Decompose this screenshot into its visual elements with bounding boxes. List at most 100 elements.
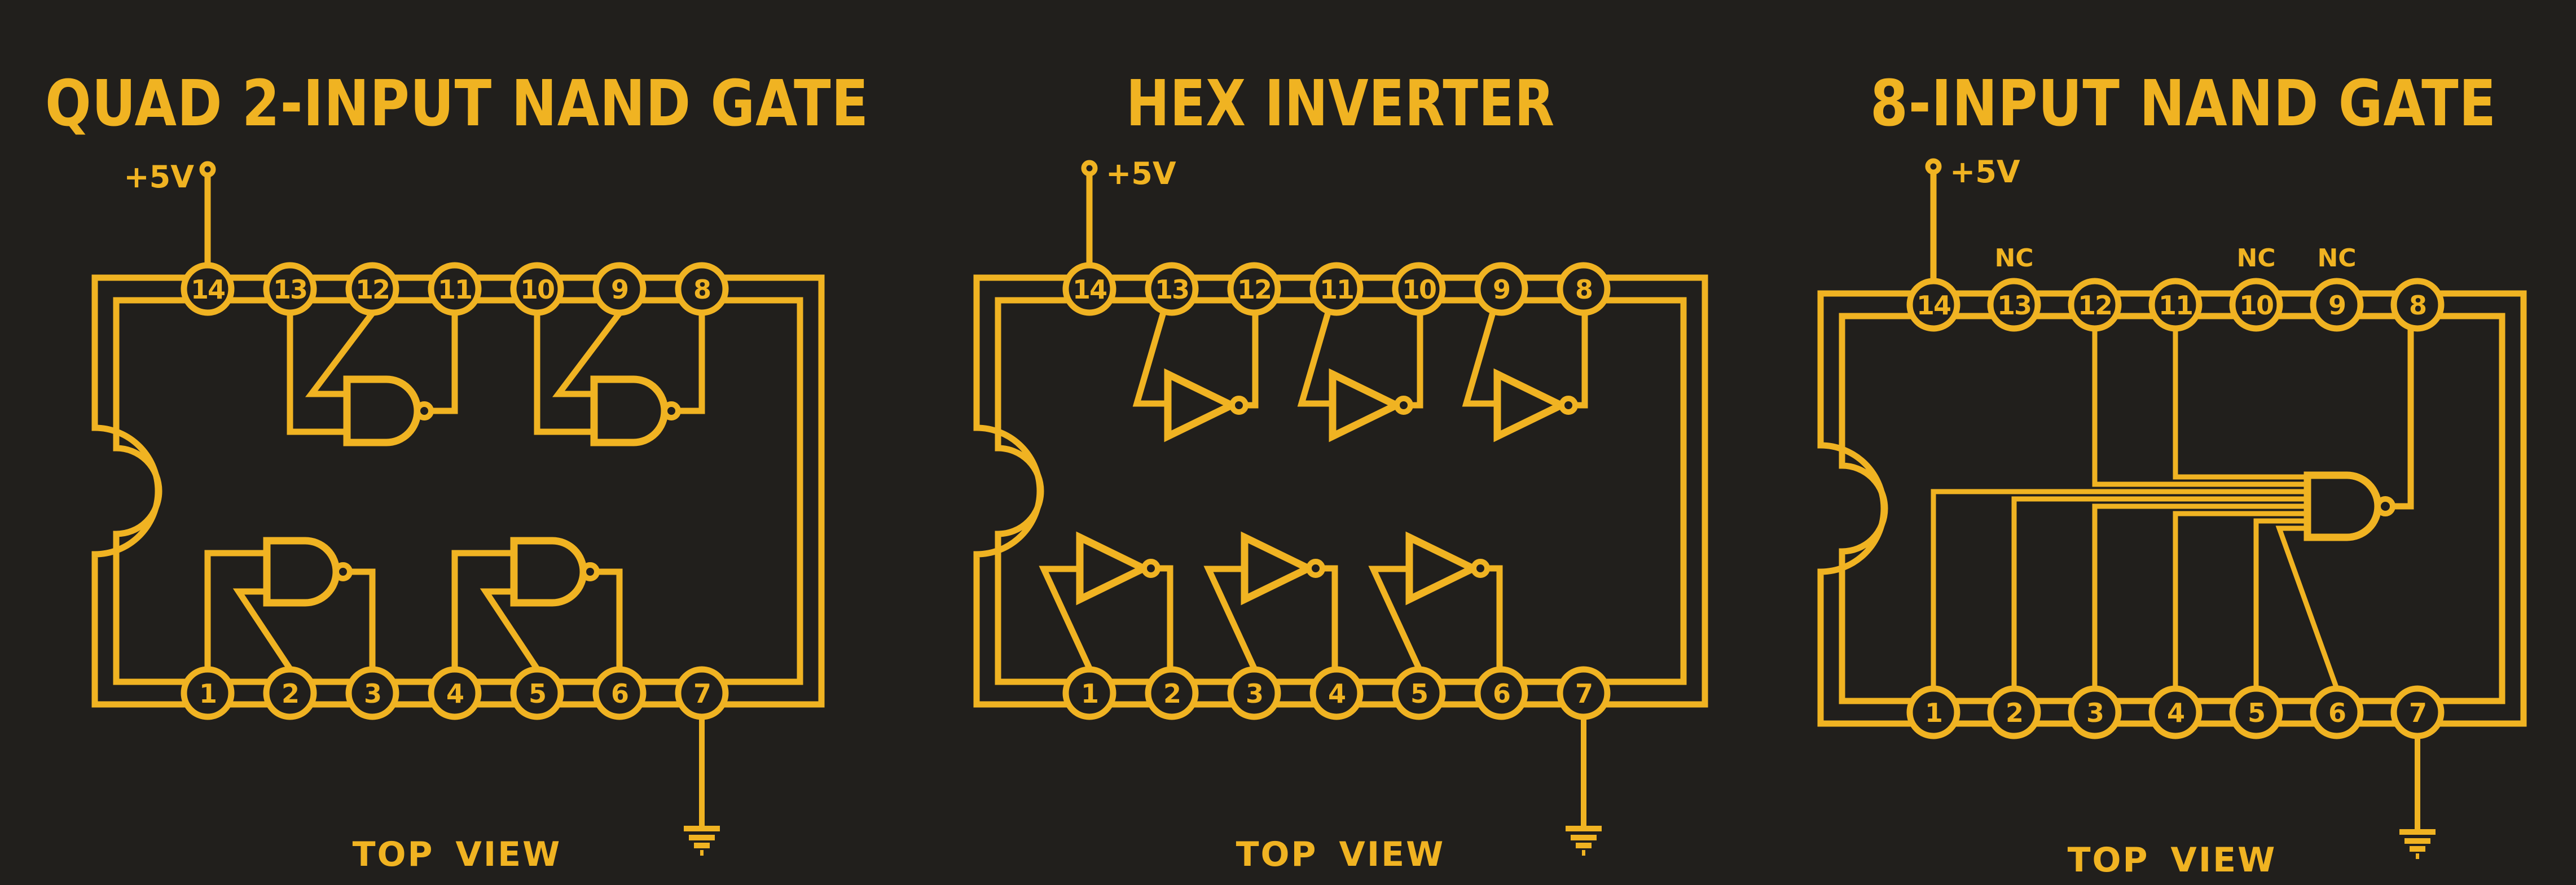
wire-pin3-input (2092, 503, 2307, 689)
wire-pin11-input (1297, 312, 1333, 407)
pin-number: 11 (2159, 290, 2192, 321)
pin-circle (2068, 685, 2122, 739)
pin-circle (2310, 278, 2364, 332)
top-pin-row: 14 13 12 11 10 9 8 (181, 262, 729, 316)
pin-circle (1906, 278, 1960, 332)
pin-number: 4 (1328, 678, 1345, 709)
pin-number: 3 (2086, 698, 2103, 728)
pin-number: 13 (1997, 290, 2031, 321)
pin-number: 9 (2328, 290, 2345, 321)
pin-number: 3 (364, 678, 381, 709)
pin-circle (345, 666, 399, 720)
inversion-bubble-icon (1394, 396, 1413, 415)
vcc-label: +5V (1950, 154, 2020, 190)
dip-body-inner-outline (995, 297, 1687, 685)
inversion-bubble-icon (415, 401, 434, 420)
inversion-bubble-icon (1559, 396, 1578, 415)
wire-output-pin6 (1487, 565, 1503, 668)
inverter-5 (1203, 531, 1338, 670)
wire-pin10-input (534, 312, 594, 435)
pin-circle (2310, 685, 2364, 739)
pin-number: 12 (355, 274, 389, 305)
pin-number: 14 (1072, 274, 1106, 305)
wire-output-pin6 (597, 568, 623, 669)
panel-title: QUAD 2-INPUT NAND GATE (45, 67, 869, 141)
vcc-terminal-icon (1081, 160, 1098, 177)
wire-output-pin8 (2393, 328, 2414, 510)
pin-number: 6 (2328, 698, 2345, 728)
wire-pin6-input (2275, 525, 2340, 690)
pin-number: 14 (191, 274, 225, 305)
vcc-terminal: +5V (1081, 156, 1176, 266)
wire-pin5-input (2253, 518, 2307, 689)
wire-pin2-input (2011, 496, 2307, 689)
wire-pin1-input (204, 550, 267, 669)
pin-number: 13 (1155, 274, 1189, 305)
pin-circle (2148, 278, 2203, 332)
top-view-label: TOP VIEW (353, 835, 562, 874)
pin-number: 9 (611, 274, 628, 305)
pin-number: 7 (1575, 678, 1592, 709)
pin-circle (263, 666, 317, 720)
panel-quad-2-input-nand-gate: QUAD 2-INPUT NAND GATE +5V (45, 67, 869, 874)
dip-body-outer-outline (91, 274, 825, 708)
pin-number: 2 (2006, 698, 2023, 728)
pin-number: 7 (2409, 698, 2426, 728)
nand-gate-8-input (1931, 328, 2414, 690)
wire-pin3-input (1203, 566, 1257, 670)
pin-number: 10 (520, 274, 554, 305)
wire-output-pin3 (350, 568, 376, 669)
pin-number: 2 (1163, 678, 1180, 709)
pin-circle (2229, 278, 2283, 332)
inverter-6 (1368, 531, 1503, 670)
inversion-bubble-icon (581, 562, 600, 581)
wire-pin11-input (2173, 328, 2307, 480)
vcc-label: +5V (124, 159, 194, 195)
panel-title: 8-INPUT NAND GATE (1870, 67, 2496, 141)
pin-circle (675, 262, 729, 316)
pin-number: 5 (529, 678, 546, 709)
inversion-bubble-icon (1141, 559, 1160, 578)
inversion-bubble-icon (2375, 496, 2395, 516)
inverter-2 (1297, 312, 1423, 442)
top-view-label: TOP VIEW (2068, 840, 2277, 880)
bottom-pin-row: 1 2 3 4 5 6 7 (181, 666, 729, 720)
dip-body-inner-outline (1839, 313, 2505, 704)
wire-output-pin8 (678, 313, 705, 414)
pin-circle (1309, 262, 1364, 316)
pin-number: 11 (1320, 274, 1353, 305)
nand-gate-body (2304, 471, 2382, 541)
vcc-terminal-icon (1925, 158, 1942, 175)
pin-circle (1987, 685, 2041, 739)
pin-circle (1227, 262, 1281, 316)
pin-circle (1906, 685, 1960, 739)
pin-circle (1145, 262, 1199, 316)
wire-pin4-input (451, 550, 514, 669)
inversion-bubble-icon (662, 401, 681, 420)
pin-circle (1392, 666, 1446, 720)
nand-gate-body (263, 537, 340, 607)
nand-gate-body (590, 375, 669, 446)
nc-label: NC (1994, 244, 2033, 273)
inversion-bubble-icon (1229, 396, 1249, 415)
inverter-body (1405, 531, 1482, 606)
pin-circle (428, 262, 482, 316)
panel-hex-inverter: HEX INVERTER +5V (973, 67, 1708, 874)
inverter-body (1164, 368, 1240, 442)
pin-number: 3 (1246, 678, 1263, 709)
wire-pin13-input (287, 312, 347, 435)
pin-number: 13 (273, 274, 307, 305)
pin-number: 8 (2409, 290, 2426, 321)
vcc-terminal-icon (199, 161, 216, 178)
nc-label: NC (2236, 244, 2275, 273)
ground-symbol (2399, 736, 2436, 859)
pin-number: 4 (2167, 698, 2184, 728)
pin-number: 11 (438, 274, 472, 305)
wire-output-pin4 (1322, 565, 1338, 668)
wire-pin1-input (1039, 566, 1092, 670)
pin-number: 10 (2239, 290, 2273, 321)
pin-circle (2390, 278, 2445, 332)
panel-title: HEX INVERTER (1126, 67, 1555, 141)
nand-gate-body (343, 375, 421, 446)
